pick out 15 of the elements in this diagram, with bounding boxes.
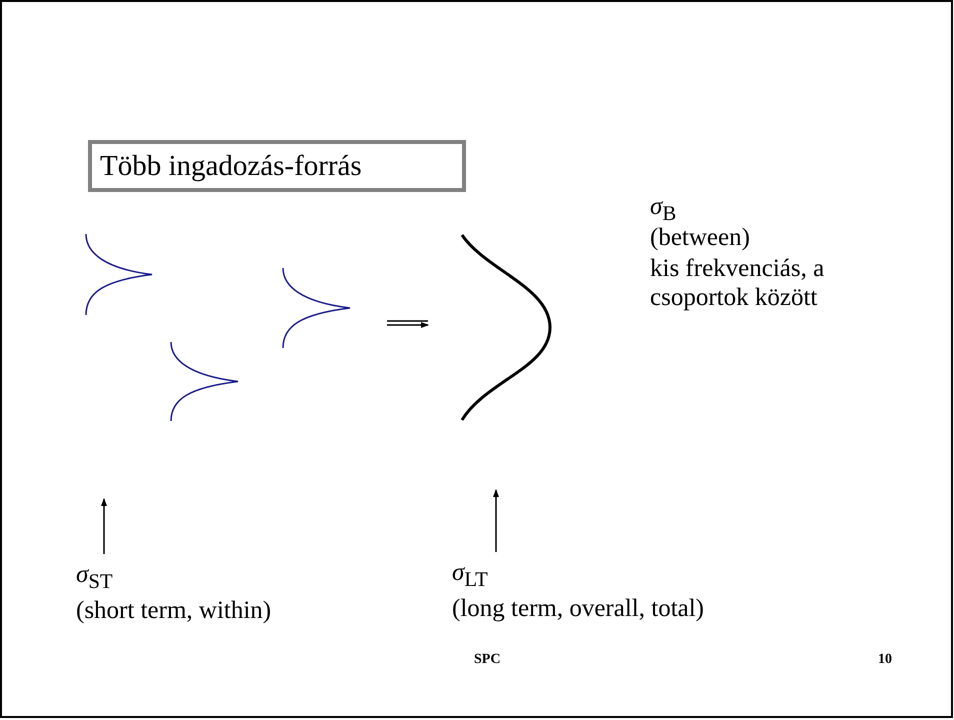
long-term-distribution-curve: [459, 233, 552, 422]
arrow: [101, 498, 107, 554]
arrow: [493, 489, 499, 552]
page-number: 10: [878, 652, 892, 668]
footer-text: SPC: [474, 652, 500, 668]
sigma-symbol: σ$_{LT}$: [452, 558, 489, 593]
title-box: Több ingadozás-forrás: [88, 140, 466, 192]
description-text: (short term, within): [76, 596, 272, 625]
short-term-distribution-curve: [281, 266, 352, 350]
short-term-distribution-curve: [84, 232, 154, 317]
description-text: kis frekvenciás, a csoportok között: [650, 254, 826, 312]
double-arrow: [386, 320, 429, 328]
short-term-distribution-curve: [169, 340, 240, 423]
description-text: (long term, overall, total): [452, 594, 704, 623]
sigma-symbol: σ$_{ST}$: [76, 560, 114, 595]
